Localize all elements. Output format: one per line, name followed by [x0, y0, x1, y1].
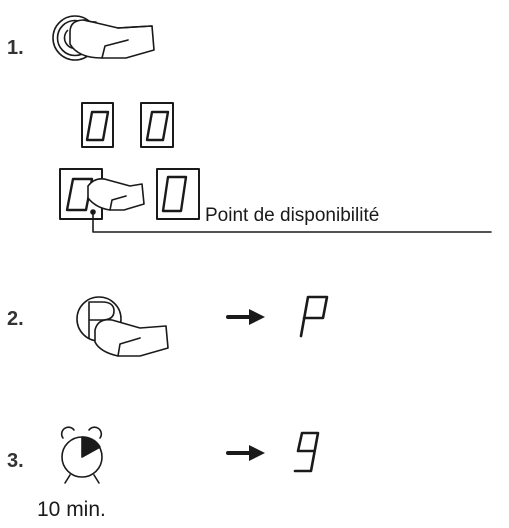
finger-hand-icon: [69, 19, 155, 59]
display-digit-box: [81, 102, 114, 148]
display-digit-box: [156, 168, 200, 220]
result-display-p: [299, 295, 329, 338]
step-3-number: 3.: [7, 450, 24, 472]
arrow-right-icon: [226, 445, 265, 461]
display-digit-box: [140, 102, 174, 148]
result-display-9: [293, 431, 320, 473]
standby-point-label: Point de disponibilité: [205, 205, 380, 226]
alarm-clock-timer-icon: [60, 426, 103, 484]
timer-duration-label: 10 min.: [37, 498, 106, 521]
arrow-right-icon: [226, 309, 265, 325]
standby-point-leader-line: [92, 213, 492, 233]
step-2-number: 2.: [7, 308, 24, 330]
finger-hand-icon: [87, 178, 145, 211]
step-1-number: 1.: [7, 37, 24, 59]
finger-hand-icon: [94, 318, 169, 357]
